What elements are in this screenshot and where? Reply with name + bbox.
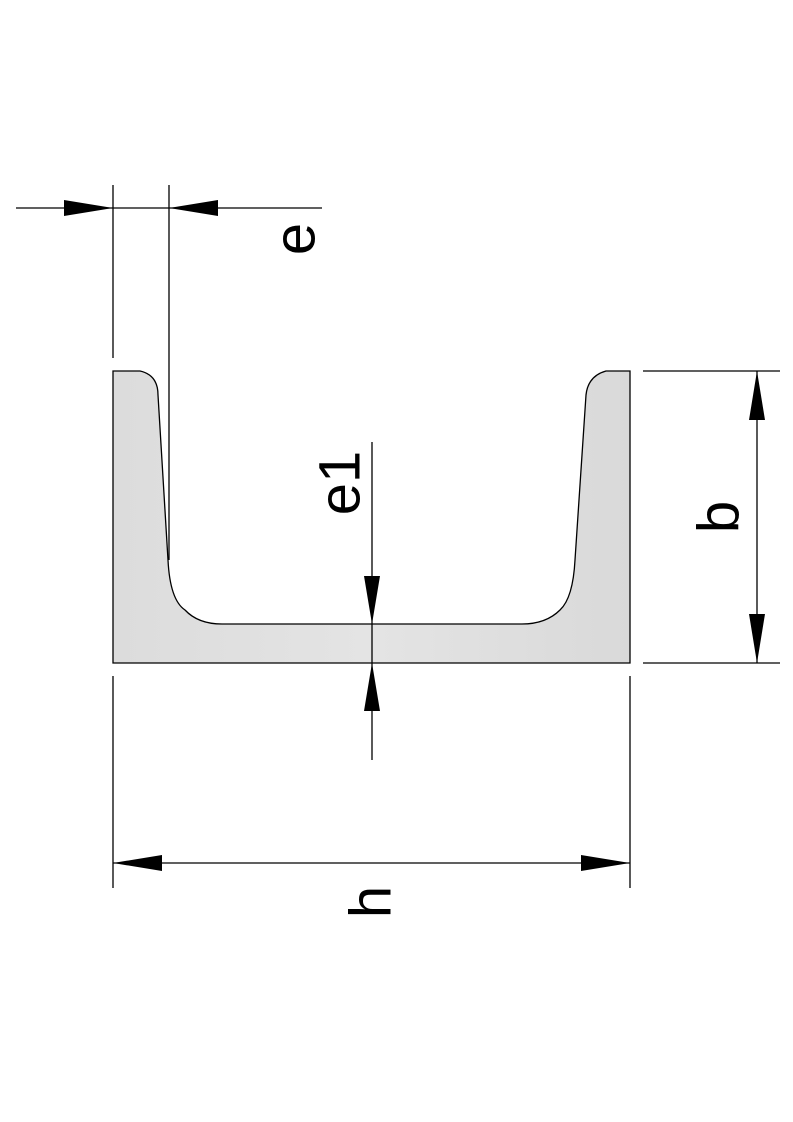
arrow-e1-bottom <box>364 663 380 711</box>
arrow-e1-top <box>364 576 380 624</box>
label-e1: e1 <box>308 451 373 516</box>
arrow-h-left <box>113 855 162 871</box>
arrow-b-bottom <box>749 614 765 663</box>
arrow-h-right <box>581 855 630 871</box>
arrow-e-left <box>64 200 113 216</box>
label-e: e <box>263 223 328 255</box>
arrow-b-top <box>749 371 765 420</box>
dimension-width: h <box>112 676 631 918</box>
dimension-web-thickness: e <box>16 185 328 560</box>
label-b: b <box>687 501 752 533</box>
dimension-flange-thickness: e1 <box>308 442 380 760</box>
channel-profile <box>112 370 631 664</box>
dimension-height: b <box>643 370 780 664</box>
label-h: h <box>339 886 404 918</box>
arrow-e-right <box>169 200 218 216</box>
